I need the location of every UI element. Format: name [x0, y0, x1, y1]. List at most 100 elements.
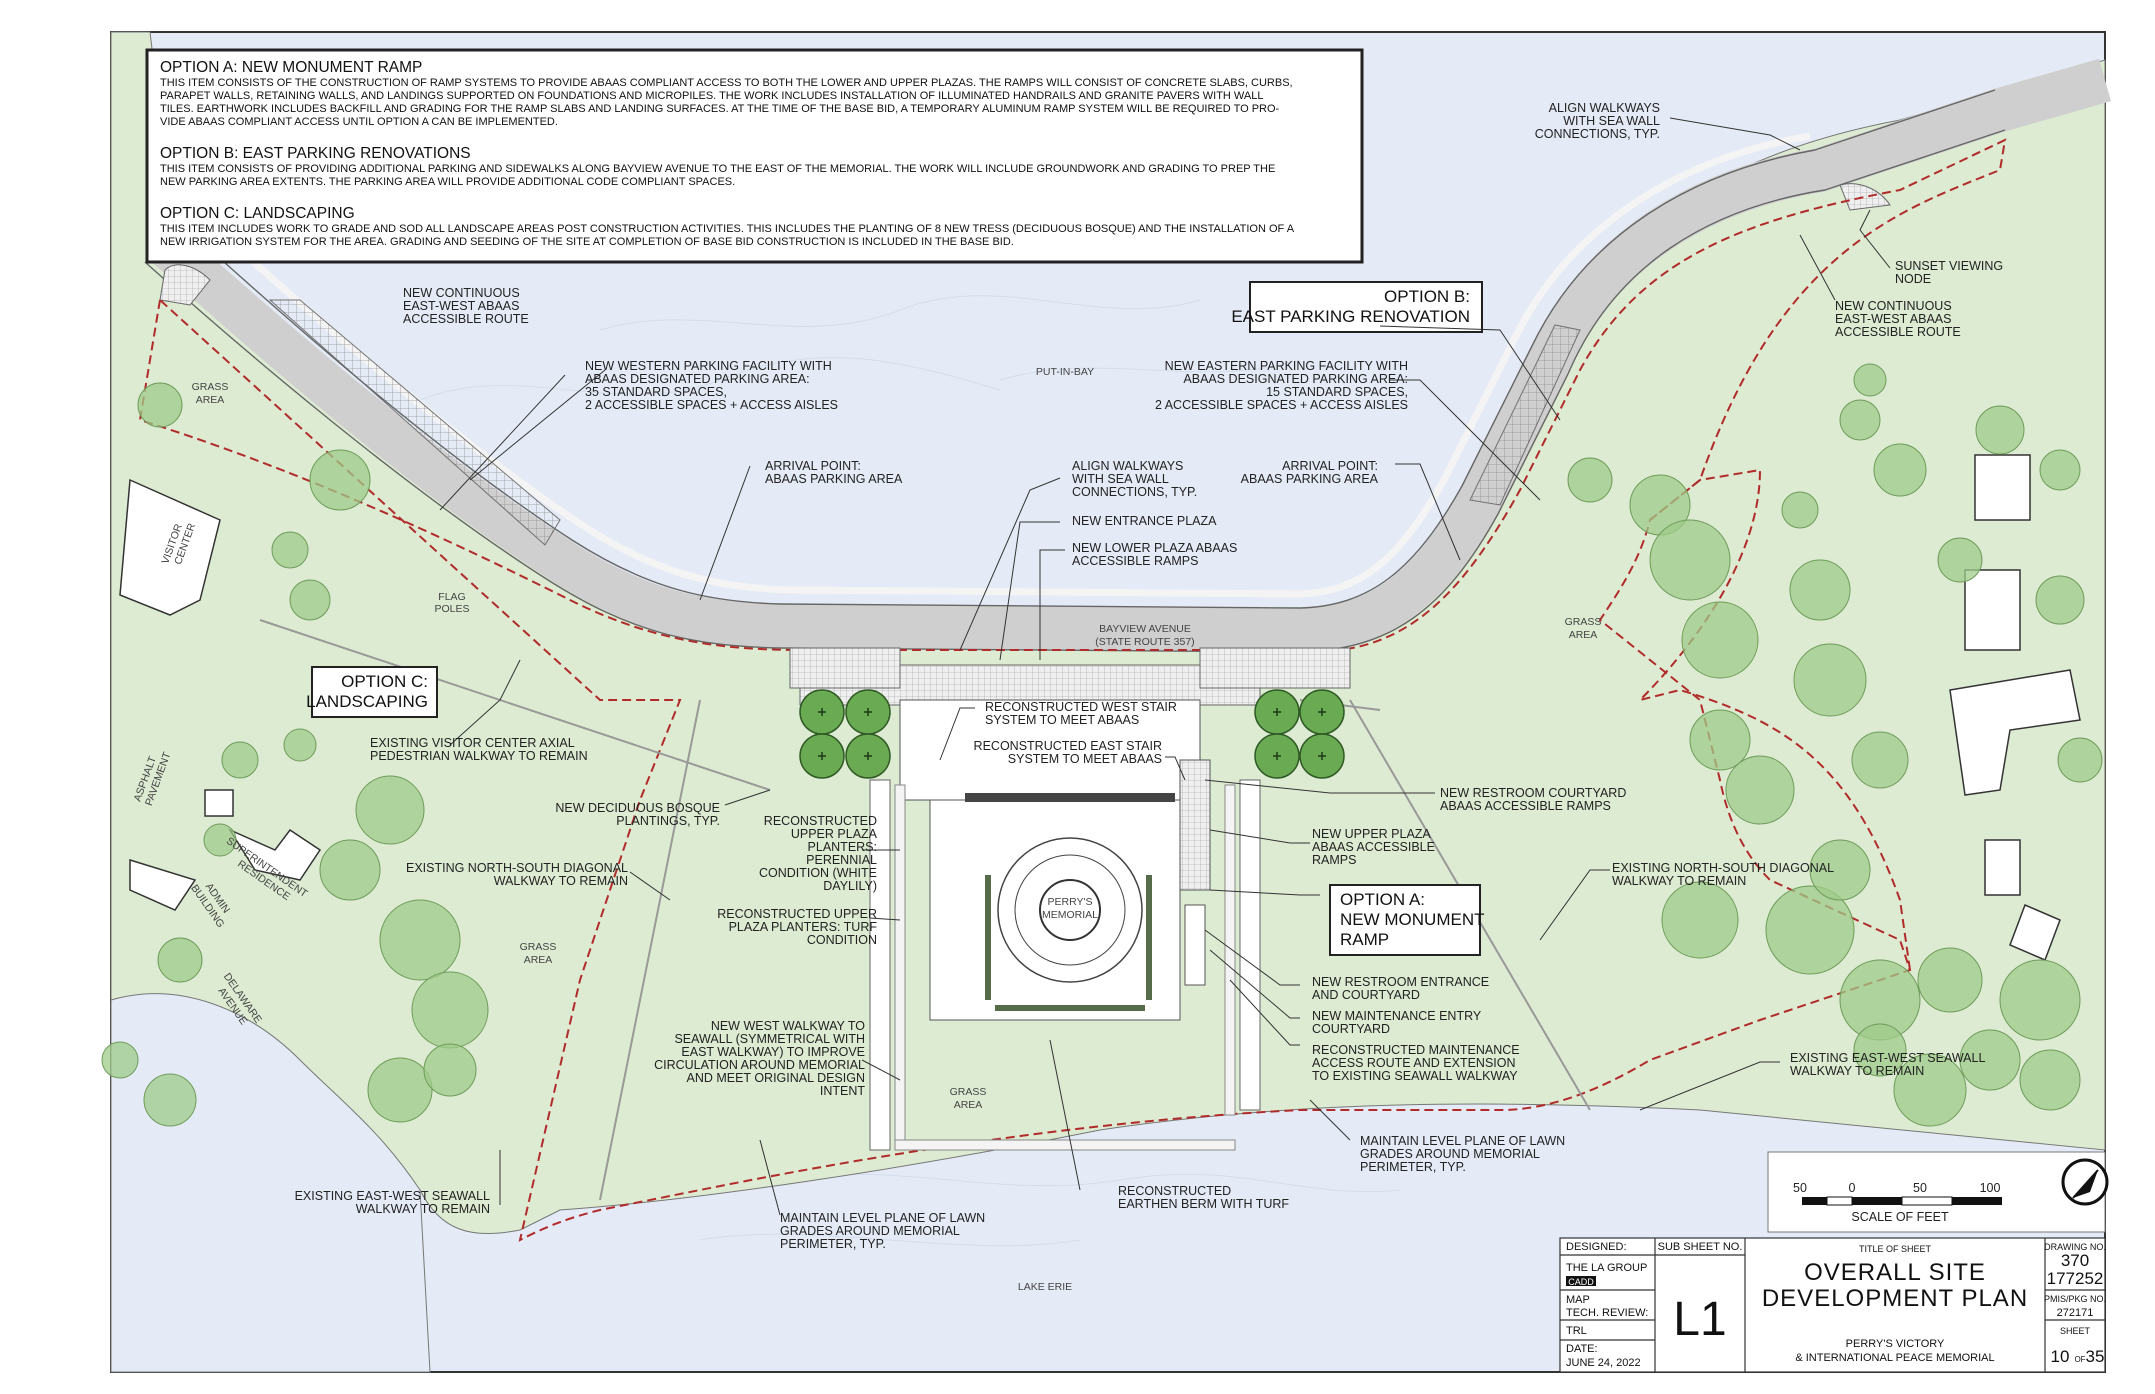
svg-text:NEW CONTINUOUS: NEW CONTINUOUS	[1835, 299, 1952, 313]
svg-text:ACCESS ROUTE AND EXTENSION: ACCESS ROUTE AND EXTENSION	[1312, 1056, 1516, 1070]
perimeter-walk-left	[894, 784, 906, 1151]
callout-new-cont-west: NEW CONTINUOUS EAST-WEST ABAAS ACCESSIBL…	[403, 286, 529, 326]
svg-text:NEW EASTERN PARKING FACILITY W: NEW EASTERN PARKING FACILITY WITH	[1165, 359, 1408, 373]
svg-text:NEW RESTROOM ENTRANCE: NEW RESTROOM ENTRANCE	[1312, 975, 1489, 989]
tb-project-line-1: PERRY'S VICTORY	[1846, 1338, 1945, 1350]
grass-label-c: GRASS	[950, 1086, 987, 1098]
svg-text:SYSTEM TO MEET ABAAS: SYSTEM TO MEET ABAAS	[1008, 752, 1162, 766]
svg-text:WITH SEA WALL: WITH SEA WALL	[1563, 114, 1660, 128]
tree-canopy	[1839, 399, 1881, 441]
callout-visitor-axial: EXISTING VISITOR CENTER AXIAL PEDESTRIAN…	[370, 736, 588, 763]
svg-text:EARTHEN BERM WITH TURF: EARTHEN BERM WITH TURF	[1118, 1197, 1289, 1211]
stair-bar	[965, 793, 1175, 802]
tree-canopy	[355, 775, 425, 845]
svg-text:15 STANDARD SPACES,: 15 STANDARD SPACES,	[1266, 385, 1408, 399]
svg-text:GRADES AROUND MEMORIAL: GRADES AROUND MEMORIAL	[780, 1224, 960, 1238]
scale-bar	[1802, 1196, 2002, 1206]
svg-text:ARRIVAL POINT:: ARRIVAL POINT:	[1282, 459, 1378, 473]
tree-canopy	[2035, 575, 2085, 625]
svg-text:PERENNIAL: PERENNIAL	[806, 853, 877, 867]
svg-text:GRADES AROUND MEMORIAL: GRADES AROUND MEMORIAL	[1360, 1147, 1540, 1161]
tree-canopy	[271, 531, 309, 569]
tree-canopy	[2019, 1049, 2081, 1111]
memorial-complex	[799, 664, 1261, 1151]
east-walkway-strip	[1239, 779, 1261, 1111]
tb-sheet-total: 35	[2086, 1347, 2105, 1366]
house-1	[204, 789, 234, 817]
tb-tech-review-label: TECH. REVIEW:	[1566, 1307, 1648, 1319]
tb-title-line-2: DEVELOPMENT PLAN	[1762, 1285, 2028, 1312]
tb-designed-label: DESIGNED:	[1566, 1241, 1627, 1253]
scale-tick-2: 0	[1849, 1181, 1856, 1195]
svg-text:INTENT: INTENT	[820, 1084, 866, 1098]
option-a-line-2: PARAPET WALLS, RETAINING WALLS, AND LAND…	[160, 90, 1263, 102]
tree-canopy	[319, 839, 381, 901]
callout-new-cont-east: NEW CONTINUOUS EAST-WEST ABAAS ACCESSIBL…	[1835, 299, 1961, 339]
svg-text:WALKWAY TO REMAIN: WALKWAY TO REMAIN	[1790, 1064, 1924, 1078]
west-walkway-strip	[869, 779, 891, 1151]
bosque-plantings	[799, 689, 1345, 779]
callout-lawn-west: MAINTAIN LEVEL PLANE OF LAWN GRADES AROU…	[780, 1211, 985, 1251]
callout-align-walkways-center: ALIGN WALKWAYS WITH SEA WALL CONNECTIONS…	[1072, 459, 1197, 499]
bosque-tree	[845, 689, 891, 735]
bayview-label-2: (STATE ROUTE 357)	[1095, 636, 1194, 648]
svg-text:CIRCULATION AROUND MEMORIAL: CIRCULATION AROUND MEMORIAL	[654, 1058, 865, 1072]
bosque-tree	[845, 733, 891, 779]
callout-east-parking: NEW EASTERN PARKING FACILITY WITH ABAAS …	[1155, 359, 1408, 412]
tree-canopy	[1937, 537, 1983, 583]
monument-ramp	[1179, 759, 1211, 891]
callout-arrival-east: ARRIVAL POINT: ABAAS PARKING AREA	[1241, 459, 1379, 486]
callout-sunset-node: SUNSET VIEWING NODE	[1895, 259, 2003, 286]
option-c-line-1: THIS ITEM INCLUDES WORK TO GRADE AND SOD…	[160, 223, 1295, 235]
svg-text:NEW MAINTENANCE ENTRY: NEW MAINTENANCE ENTRY	[1312, 1009, 1482, 1023]
svg-text:MAINTAIN LEVEL PLANE OF LAWN: MAINTAIN LEVEL PLANE OF LAWN	[780, 1211, 985, 1225]
svg-text:RECONSTRUCTED WEST STAIR: RECONSTRUCTED WEST STAIR	[985, 700, 1177, 714]
option-b-box	[1249, 281, 1483, 333]
memorial-label-1: PERRY'S	[1048, 896, 1093, 908]
callout-berm: RECONSTRUCTED EARTHEN BERM WITH TURF	[1118, 1184, 1289, 1211]
road-edge-south	[144, 129, 2006, 653]
upper-plaza	[899, 699, 1201, 801]
callout-upper-planters-turf: RECONSTRUCTED UPPER PLAZA PLANTERS: TURF…	[717, 907, 877, 947]
option-a-box-line-1: OPTION A:	[1340, 890, 1425, 909]
perimeter-walk-bottom	[894, 1139, 1236, 1151]
tb-title-of-sheet-label: TITLE OF SHEET	[1859, 1244, 1932, 1254]
svg-text:ALIGN WALKWAYS: ALIGN WALKWAYS	[1072, 459, 1183, 473]
title-block	[1559, 1237, 2106, 1373]
callout-maint-entry: NEW MAINTENANCE ENTRY COURTYARD	[1312, 1009, 1482, 1036]
tree-layer	[101, 363, 2103, 1127]
east-house-2	[1964, 569, 2021, 651]
tb-pmis-label: PMIS/PKG NO.	[2044, 1294, 2106, 1304]
tree-canopy	[203, 823, 237, 857]
svg-text:NEW DECIDUOUS BOSQUE: NEW DECIDUOUS BOSQUE	[555, 801, 720, 815]
option-c-line-2: NEW IRRIGATION SYSTEM FOR THE AREA. GRAD…	[160, 236, 1014, 248]
callout-bosque: NEW DECIDUOUS BOSQUE PLANTINGS, TYP.	[555, 801, 720, 828]
tree-canopy	[1959, 1029, 2021, 1091]
svg-text:ABAAS PARKING AREA: ABAAS PARKING AREA	[765, 472, 903, 486]
tb-sub-sheet-label: SUB SHEET NO.	[1658, 1241, 1743, 1253]
tree-canopy	[2039, 449, 2081, 491]
area-label-nw: AREA	[196, 394, 225, 406]
svg-text:WALKWAY TO REMAIN: WALKWAY TO REMAIN	[356, 1202, 490, 1216]
tree-canopy	[1793, 643, 1867, 717]
svg-text:PERIMETER, TYP.: PERIMETER, TYP.	[1360, 1160, 1466, 1174]
west-parking-stalls	[268, 299, 561, 546]
tree-canopy	[1893, 1053, 1967, 1127]
area-label-w: AREA	[524, 954, 553, 966]
svg-text:EXISTING NORTH-SOUTH DIAGONAL: EXISTING NORTH-SOUTH DIAGONAL	[406, 861, 628, 875]
option-a-line-4: VIDE ABAAS COMPLIANT ACCESS UNTIL OPTION…	[160, 116, 558, 128]
flag-poles-label-2: POLES	[434, 603, 469, 615]
svg-text:CONDITION (WHITE: CONDITION (WHITE	[759, 866, 877, 880]
tree-canopy	[309, 449, 371, 511]
tree-canopy	[1649, 519, 1731, 601]
tree-canopy	[1809, 839, 1871, 901]
notes-box	[145, 48, 1364, 264]
tree-canopy	[1725, 755, 1795, 825]
bosque-tree	[799, 689, 845, 735]
svg-text:SEAWALL (SYMMETRICAL WITH: SEAWALL (SYMMETRICAL WITH	[674, 1032, 865, 1046]
west-entrance-plaza	[789, 647, 901, 689]
svg-text:RAMPS: RAMPS	[1312, 853, 1356, 867]
east-house-4	[1984, 839, 2021, 896]
svg-text:NEW UPPER PLAZA: NEW UPPER PLAZA	[1312, 827, 1431, 841]
svg-text:PEDESTRIAN WALKWAY TO REMAIN: PEDESTRIAN WALKWAY TO REMAIN	[370, 749, 588, 763]
